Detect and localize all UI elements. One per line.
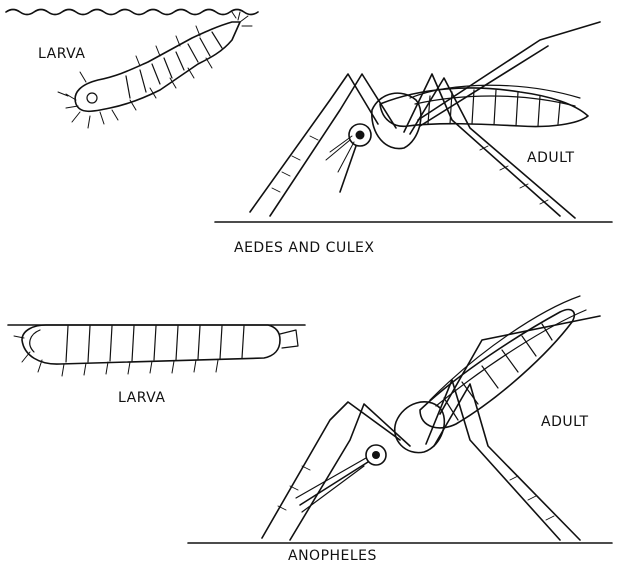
adult-drawing-aedes [215, 22, 612, 222]
larva-label-aedes: LARVA [38, 46, 85, 62]
panel-aedes-culex: LARVA [6, 10, 612, 257]
larva-drawing-aedes [58, 12, 252, 128]
adult-label-aedes: ADULT [527, 150, 575, 166]
adult-label-anopheles: ADULT [541, 414, 589, 430]
caption-aedes-culex: AEDES AND CULEX [234, 240, 374, 256]
caption-anopheles: ANOPHELES [288, 548, 377, 564]
panel-anopheles: LARVA ADULT [8, 296, 612, 564]
water-surface-line [6, 10, 258, 15]
larva-drawing-anopheles [14, 325, 298, 376]
larva-label-anopheles: LARVA [118, 390, 165, 406]
